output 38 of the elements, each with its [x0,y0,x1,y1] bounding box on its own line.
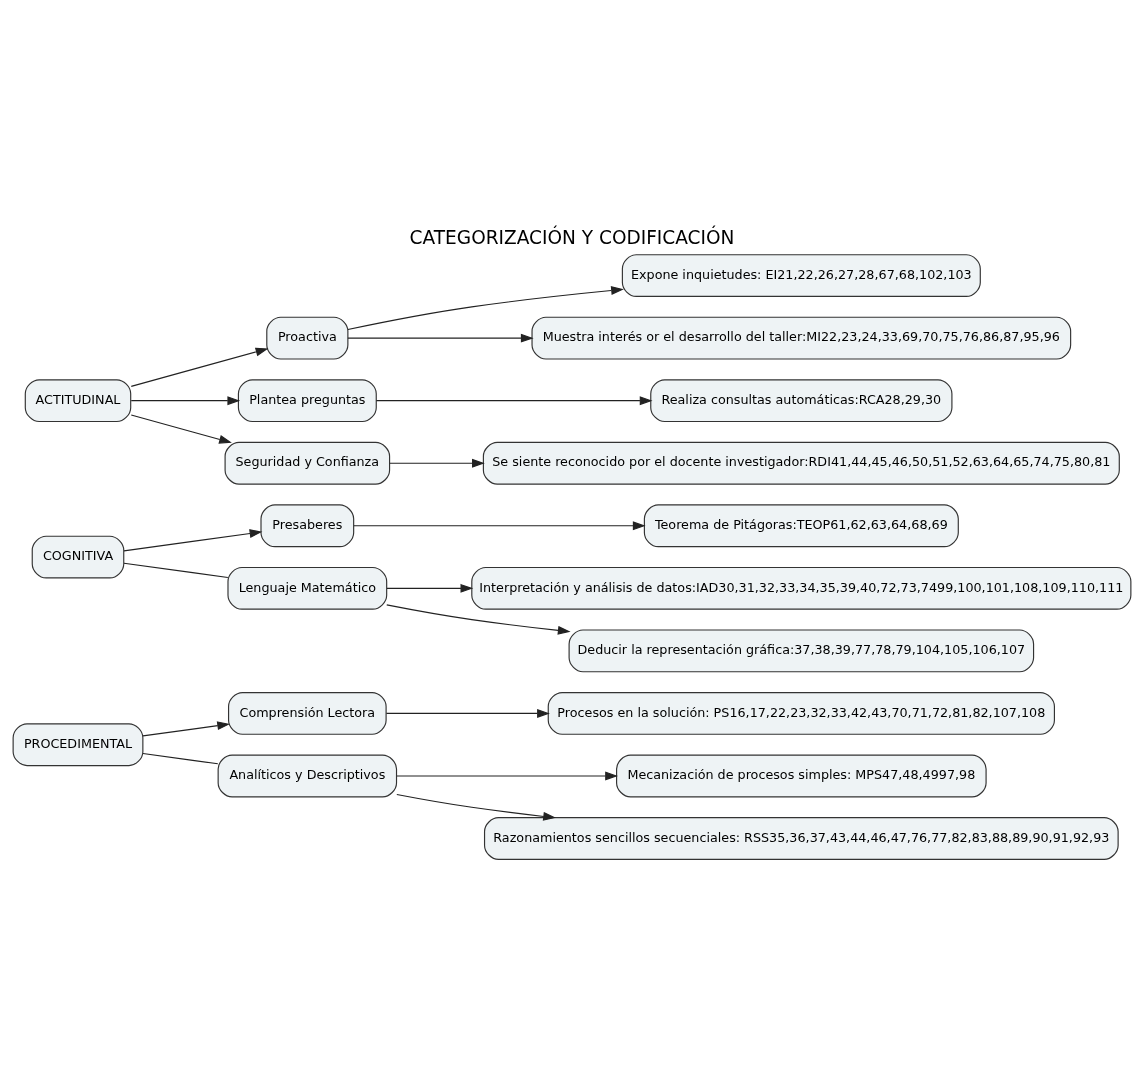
arrow [130,347,269,387]
node-box: Teorema de Pitágoras:TEOP61,62,63,64,68,69 [643,504,959,548]
node-box: Presaberes [260,504,355,548]
node-box: Plantea preguntas [237,379,377,423]
arrow [353,521,646,531]
node-box: Interpretación y análisis de datos:IAD30,31,32,33,34,35,39,40,72,73,7499,100,101,108,109,110,111 [471,566,1132,610]
arrow [389,458,485,468]
node-box: Deducir la representación gráfica:37,38,39,77,78,79,104,105,106,107 [568,629,1035,673]
connector [123,562,229,579]
node-box: Procesos en la solución: PS16,17,22,23,32,33,42,43,70,71,72,81,82,107,108 [547,692,1055,735]
node-box: Comprensión Lectora [228,692,387,735]
diagram-title: CATEGORIZACIÓN Y CODIFICACIÓN [409,227,735,249]
node-box: Mecanización de procesos simples: MPS47,48,4997,98 [616,754,987,798]
node-box: PROCEDIMENTAL [12,723,144,767]
arrow [142,721,231,737]
node-box: Realiza consultas automáticas:RCA28,29,30 [650,379,953,423]
arrow [396,793,556,821]
node-box: Seguridad y Confianza [224,441,391,485]
connector [142,752,219,765]
arrow [123,529,263,552]
arrow [375,396,653,406]
node-box: Expone inquietudes: EI21,22,26,27,28,67,68,102,103 [621,254,981,298]
node-box: COGNITIVA [31,535,125,579]
node-box: Lenguaje Matemático [227,566,388,610]
arrow [347,286,624,331]
node-box: Analíticos y Descriptivos [217,754,398,798]
node-box: Razonamientos sencillos secuenciales: RSS35,36,37,43,44,46,47,76,77,82,83,88,89,90,91,92,93 [483,817,1119,860]
arrow [386,583,474,593]
arrow [347,333,534,343]
node-box: Muestra interés or el desarrollo del taller:MI22,23,24,33,69,70,75,76,86,87,95,96 [531,316,1072,360]
arrow [386,604,571,635]
arrow [130,414,232,444]
arrow [130,396,241,406]
node-box: ACTITUDINAL [24,379,132,423]
arrow [385,708,550,718]
arrow [396,771,618,781]
node-box: Se siente reconocido por el docente investigador:RDI41,44,45,46,50,51,52,63,64,65,74,75,80,81 [482,441,1120,485]
node-box: Proactiva [266,316,349,360]
